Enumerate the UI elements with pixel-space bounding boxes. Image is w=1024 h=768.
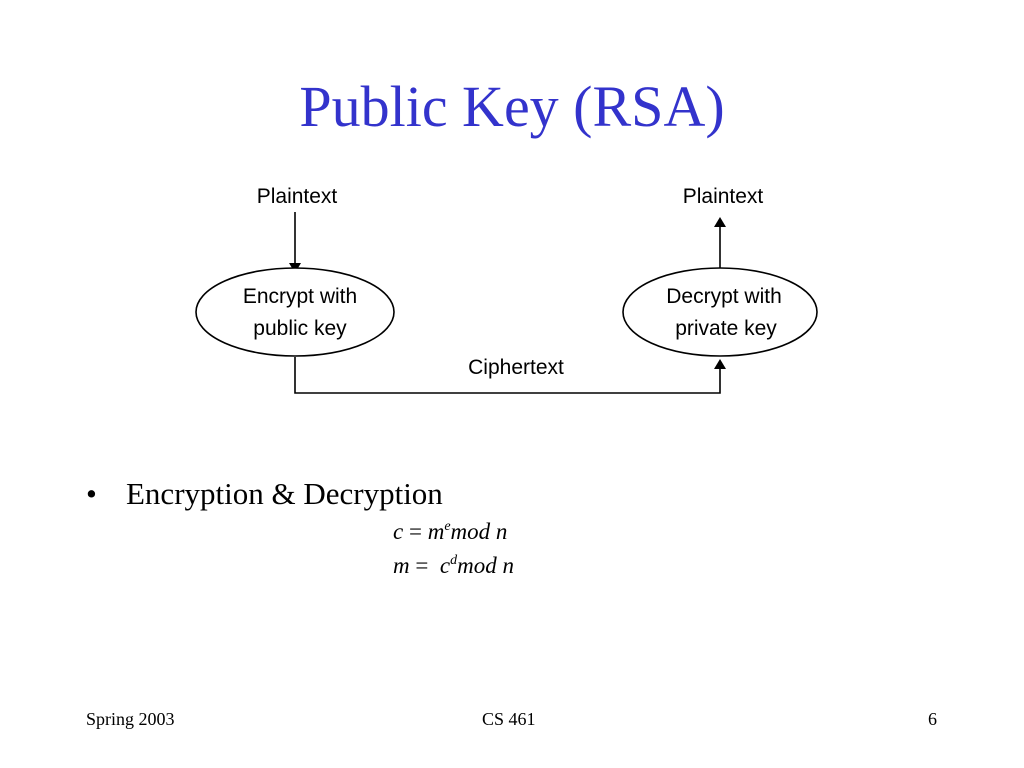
decrypt-node (622, 267, 818, 357)
bullet-item: • Encryption & Decryption (86, 476, 443, 512)
encrypt-node-line2: public key (253, 317, 347, 340)
slide-title: Public Key (RSA) (299, 74, 725, 139)
ciphertext-label: Ciphertext (468, 356, 564, 379)
formula-1-rest: mod n (450, 519, 508, 544)
footer-page-number: 6 (928, 709, 937, 729)
footer-date: Spring 2003 (86, 709, 175, 729)
formula-2-base: c (439, 553, 451, 578)
bullet-text: Encryption & Decryption (126, 476, 443, 511)
formula-1-base: m (427, 519, 445, 544)
formula-2-equals: = (409, 553, 440, 578)
bullet-marker: • (86, 476, 97, 511)
encrypt-node-line1: Encrypt with (243, 285, 357, 308)
encrypt-node (195, 267, 395, 357)
formula-1-equals: = (403, 519, 428, 544)
decryption-formula: m = cdmod n (393, 552, 514, 580)
left-plaintext-label: Plaintext (257, 185, 338, 208)
formula-1-exponent: e (444, 519, 451, 534)
decrypt-node-line2: private key (675, 317, 777, 340)
formula-1-lhs: c (393, 519, 404, 544)
formula-2-exponent: d (450, 553, 458, 568)
encryption-formula: c = memod n (393, 518, 507, 546)
ciphertext-connector (294, 357, 726, 394)
footer-course: CS 461 (482, 709, 536, 729)
formula-2-rest: mod n (457, 553, 514, 578)
decrypt-node-line1: Decrypt with (666, 285, 782, 308)
right-plaintext-label: Plaintext (683, 185, 764, 208)
formula-2-lhs: m (393, 553, 410, 578)
